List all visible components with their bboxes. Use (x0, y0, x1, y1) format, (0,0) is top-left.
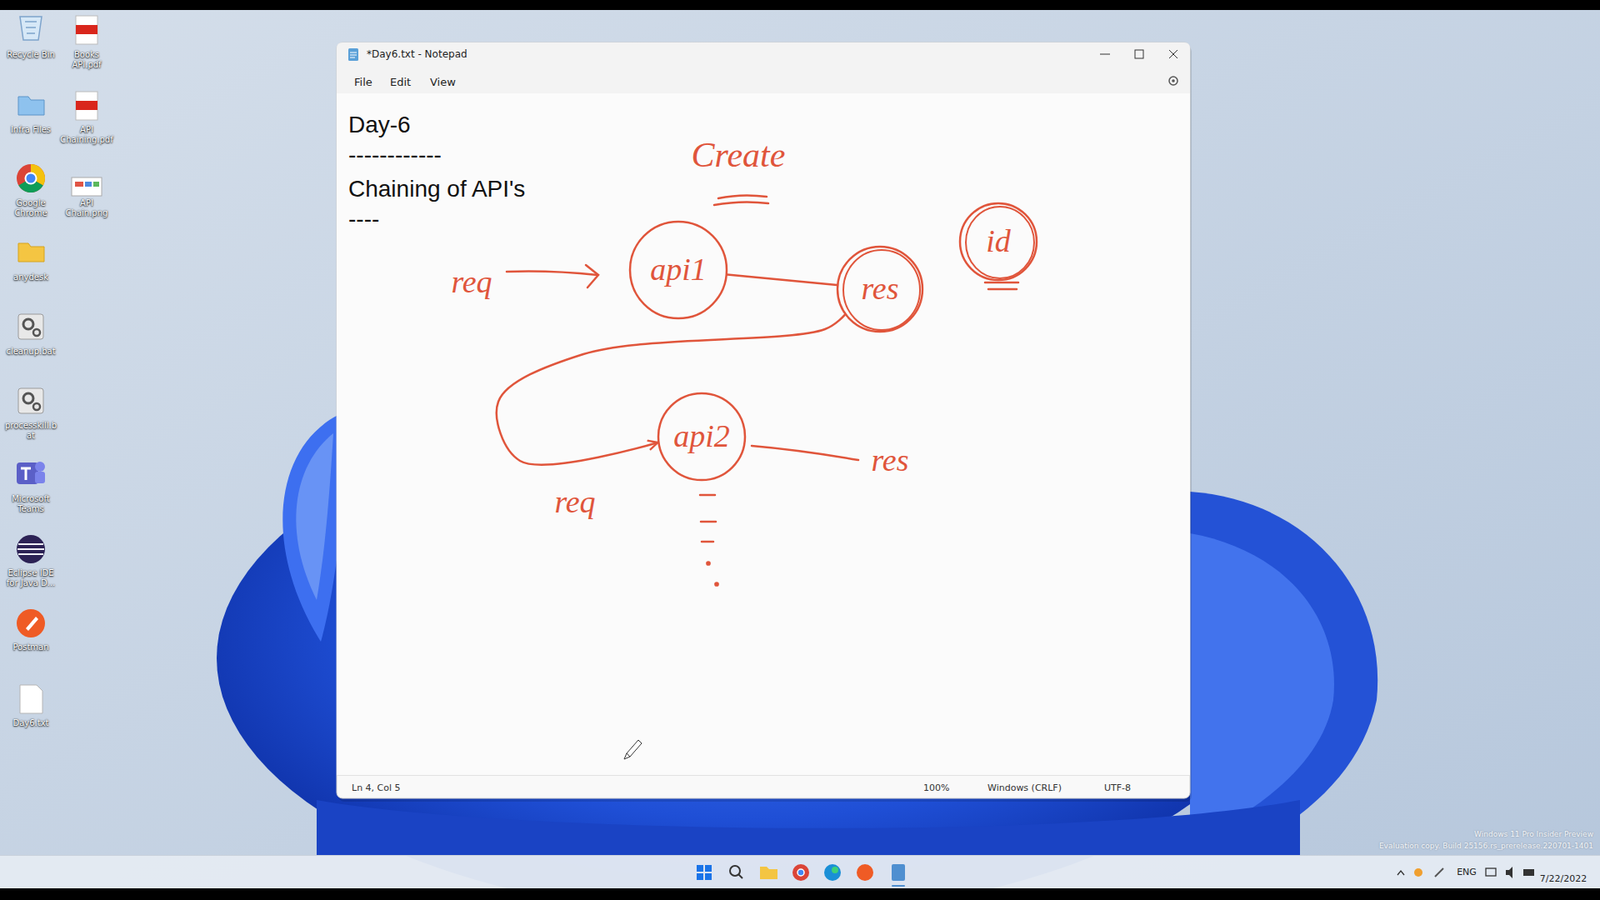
document-text: ------------ (348, 141, 442, 169)
watermark: Evaluation copy. Build 25156.rs_prerelea… (1379, 841, 1594, 850)
watermark: Windows 11 Pro Insider Preview (1474, 830, 1594, 839)
hand-connector (727, 275, 837, 285)
hand-circle: id (957, 200, 1040, 283)
desktop-icon-label: anydesk (4, 272, 58, 283)
handwritten-label: res (870, 441, 909, 479)
handwritten-label: req (450, 263, 492, 300)
pen-cursor (624, 740, 642, 760)
tray-text: 7/22/2022 (1540, 873, 1587, 885)
letterbox-bottom (0, 888, 1600, 900)
menu-item: View (430, 75, 456, 89)
document-text: ---- (348, 205, 380, 233)
hand-connector (496, 315, 845, 465)
desktop-icon-label: Postman (4, 642, 58, 653)
handwritten-label: Create (691, 135, 786, 175)
window-title: *Day6.txt - Notepad (366, 48, 468, 60)
menu-item: File (354, 75, 373, 89)
desktop-icon-label: processkill.bat (4, 420, 58, 441)
status-bar-text: UTF-8 (1104, 782, 1131, 794)
taskbar (0, 855, 1600, 889)
desktop-icon-label: Microsoft Teams (4, 494, 58, 515)
notepad-window (336, 42, 1192, 802)
hand-circle: res (835, 244, 925, 335)
desktop-icon-label: Infra Files (4, 125, 58, 135)
circle-text: api1 (650, 252, 707, 288)
desktop-icon-label: Eclipse IDE for Java D... (4, 568, 58, 589)
desktop-icon-label: cleanup.bat (4, 346, 58, 357)
desktop-icon-label: Day6.txt (4, 718, 58, 729)
status-bar-text: Ln 4, Col 5 (351, 782, 401, 794)
status-bar-text: 100% (923, 782, 950, 794)
desktop-icons (16, 15, 102, 714)
letterbox-top (0, 0, 1600, 10)
hand-strokes (506, 195, 1019, 585)
desktop-icon-label: Books API.pdf (60, 50, 114, 70)
desktop-icon-label: Recycle Bin (4, 50, 58, 60)
circle-text: api2 (673, 419, 730, 455)
handwritten-label: req (554, 483, 595, 520)
document-text: Day-6 (348, 111, 411, 139)
circle-text: res (860, 271, 899, 307)
menu-item: Edit (390, 75, 411, 89)
status-bar-text: Windows (CRLF) (987, 782, 1062, 794)
circle-text: id (985, 224, 1011, 260)
desktop-icon-label: API Chaining.pdf (60, 125, 114, 145)
tray-text: ENG (1456, 866, 1477, 878)
hand-circle: api2 (655, 390, 748, 483)
document-text: Chaining of API's (348, 175, 525, 203)
desktop-icon-label: Google Chrome (4, 198, 58, 219)
hand-circle: api1 (627, 219, 730, 321)
desktop-icon-label: API Chain.png (60, 198, 114, 219)
